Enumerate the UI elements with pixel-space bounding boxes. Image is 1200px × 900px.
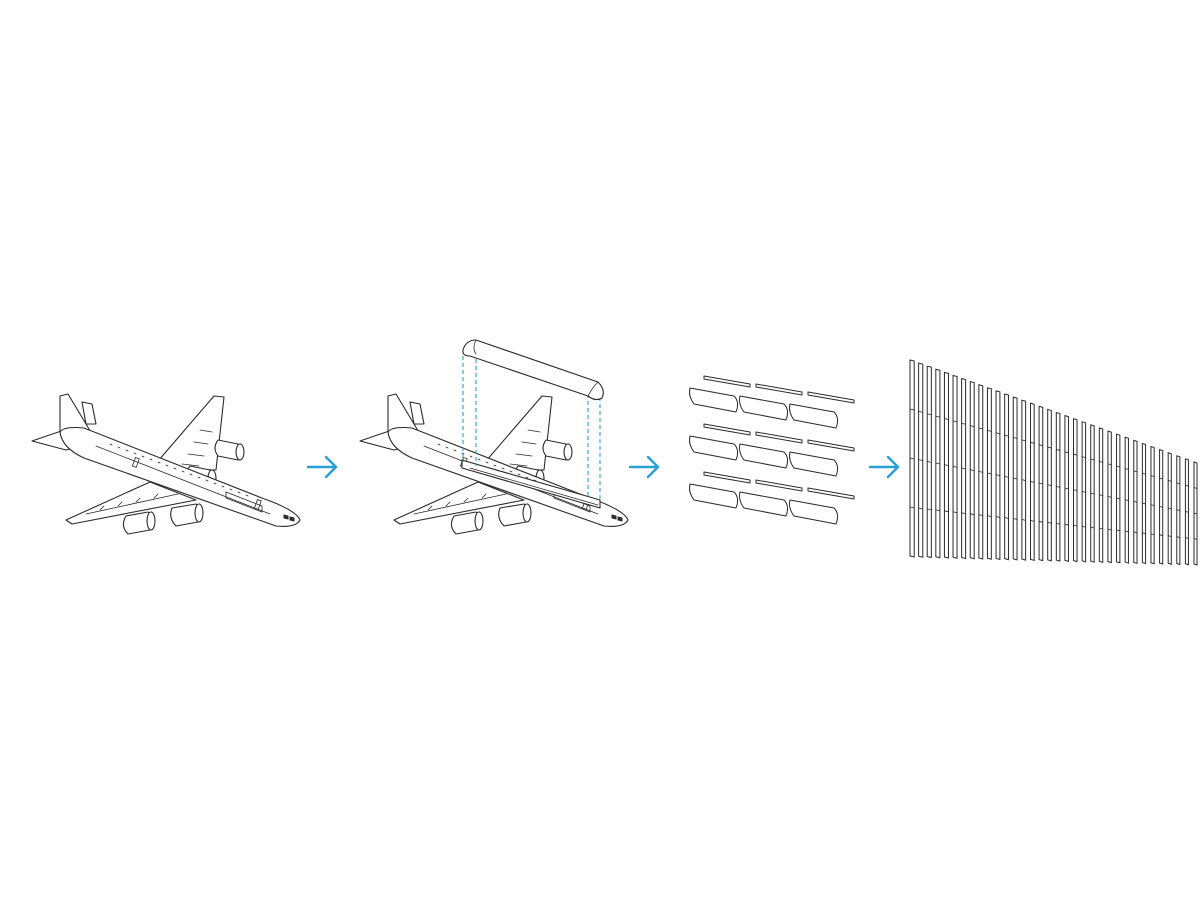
facade-louver bbox=[1142, 443, 1145, 563]
facade-louver bbox=[970, 382, 974, 559]
lifted-fuselage-shell bbox=[463, 340, 603, 400]
fuselage-panel bbox=[790, 452, 838, 476]
airplane-illustration bbox=[31, 393, 301, 535]
panel-strip bbox=[756, 384, 802, 395]
facade-louver bbox=[1151, 447, 1154, 564]
facade-louver bbox=[1082, 422, 1085, 562]
process-arrow-3 bbox=[870, 457, 898, 477]
facade-louver bbox=[1074, 419, 1078, 562]
panel-strip bbox=[808, 440, 854, 451]
arrow-2 bbox=[630, 457, 658, 477]
facade-louver bbox=[1030, 403, 1034, 560]
facade-louver bbox=[1117, 434, 1120, 563]
panel-strip bbox=[704, 472, 750, 483]
facade-louver bbox=[1108, 431, 1111, 562]
facade-louver bbox=[1194, 462, 1197, 565]
facade-louver bbox=[1134, 440, 1137, 563]
arrow-1 bbox=[308, 457, 336, 477]
panel-strip bbox=[808, 488, 854, 499]
process-arrow-2 bbox=[630, 457, 658, 477]
facade-louver bbox=[1065, 416, 1069, 562]
panel-strip bbox=[756, 480, 802, 491]
facade-louver bbox=[953, 375, 957, 558]
step-panel-facade bbox=[910, 360, 1197, 565]
facade-louver bbox=[927, 366, 931, 557]
facade-louver bbox=[1177, 456, 1180, 565]
facade-louver bbox=[962, 379, 966, 559]
facade-louver bbox=[919, 363, 923, 557]
fuselage-panel bbox=[740, 492, 788, 516]
facade-louver bbox=[996, 391, 1000, 560]
facade-louver bbox=[1022, 400, 1026, 560]
fuselage-panel bbox=[690, 484, 738, 508]
facade-louver bbox=[1125, 437, 1128, 563]
facade-louver bbox=[1048, 409, 1052, 560]
fuselage-panel bbox=[740, 444, 788, 468]
facade-louver bbox=[1160, 450, 1163, 564]
facade-louver bbox=[1185, 459, 1188, 565]
facade-louver bbox=[1091, 425, 1094, 562]
panel-strip bbox=[704, 376, 750, 387]
panel-strip bbox=[808, 392, 854, 403]
facade-louver bbox=[979, 385, 983, 559]
fuselage-panel bbox=[790, 500, 838, 524]
facade-louver bbox=[936, 369, 940, 557]
facade-louver bbox=[910, 360, 914, 557]
facade-louver bbox=[1039, 406, 1043, 560]
facade-louver bbox=[944, 372, 948, 558]
fuselage-panel bbox=[690, 436, 738, 460]
arrow-3 bbox=[870, 457, 898, 477]
facade-louver bbox=[1099, 428, 1102, 562]
process-arrow-1 bbox=[308, 457, 336, 477]
facade-louver bbox=[1168, 453, 1171, 565]
fuselage-panel bbox=[790, 404, 838, 428]
step-fuselage-section bbox=[359, 340, 629, 535]
facade-louver bbox=[1056, 413, 1060, 562]
fuselage-panel bbox=[690, 388, 738, 412]
step-aircraft bbox=[31, 393, 301, 535]
facade-louver bbox=[987, 388, 991, 559]
facade-louver bbox=[1013, 397, 1017, 560]
fuselage-panel bbox=[740, 396, 788, 420]
facade-louver bbox=[1005, 394, 1009, 560]
panel-strip bbox=[704, 424, 750, 435]
panel-strip bbox=[756, 432, 802, 443]
step-fuselage-panels bbox=[690, 376, 855, 524]
